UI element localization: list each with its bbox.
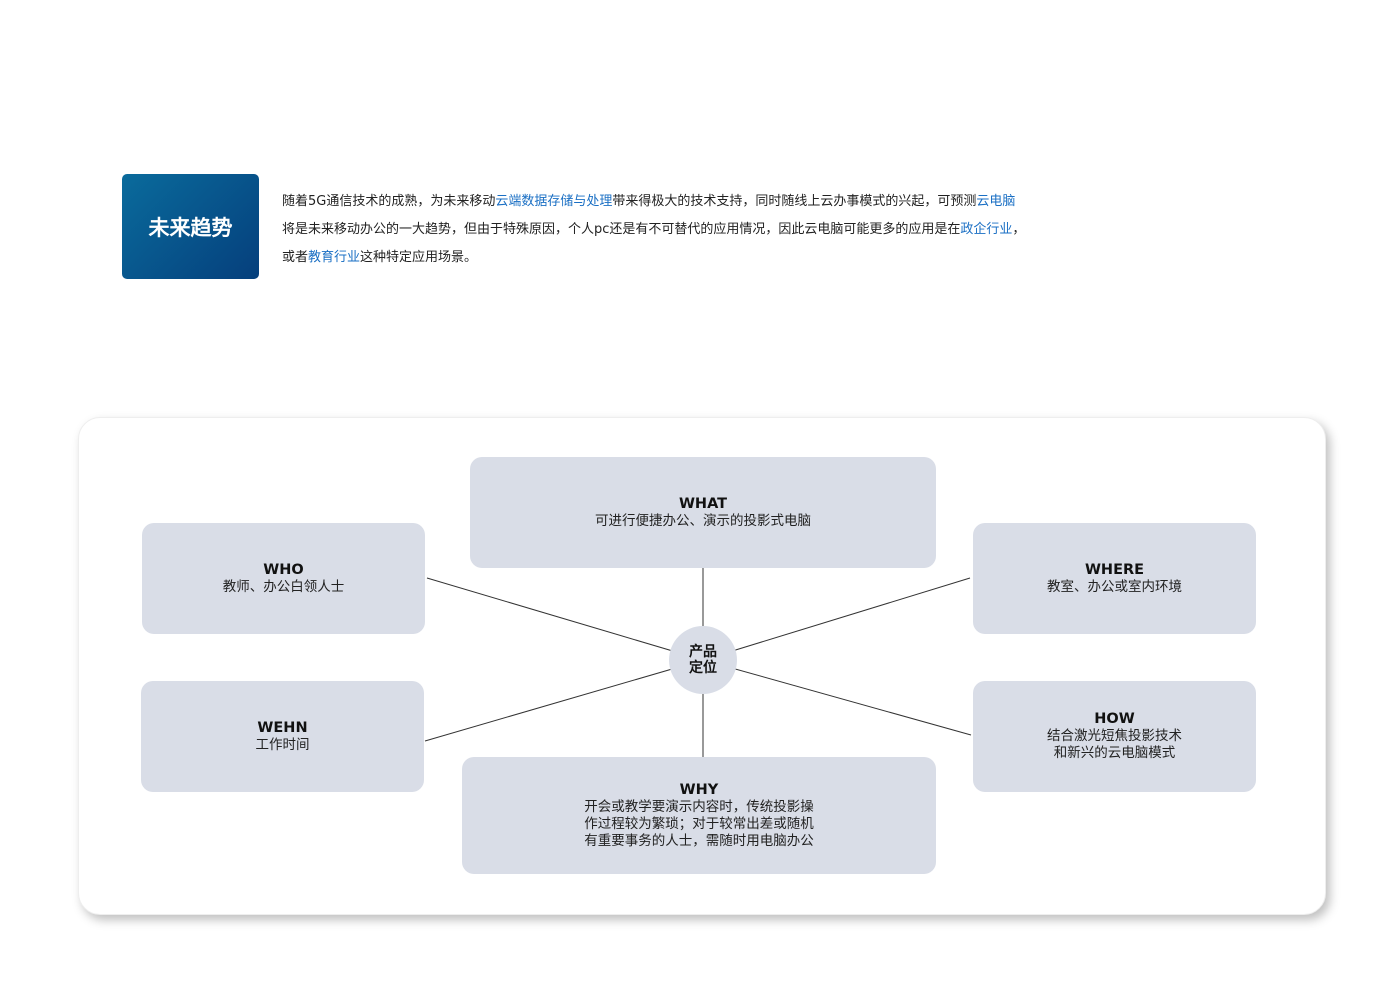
box-text: 作过程较为繁琐；对于较常出差或随机	[584, 815, 814, 832]
highlight: 教育行业	[308, 250, 361, 265]
text: 或者	[282, 250, 309, 265]
box-text: 教室、办公或室内环境	[1047, 578, 1182, 595]
text: 随着5G通信技术的成熟，为未来移动	[282, 194, 496, 209]
text: 带来得极大的技术支持，同时随线上云办事模式的兴起，可预测	[612, 194, 977, 209]
box-title: WHAT	[678, 495, 728, 512]
why-box: WHY 开会或教学要演示内容时，传统投影操 作过程较为繁琐；对于较常出差或随机 …	[462, 757, 936, 874]
text: 将是未来移动办公的一大趋势，但由于特殊原因，个人pc还是有不可替代的应用情况，因…	[282, 222, 961, 237]
what-box: WHAT 可进行便捷办公、演示的投影式电脑	[470, 457, 936, 568]
box-title: WHY	[679, 781, 719, 798]
box-text: 结合激光短焦投影技术	[1047, 728, 1182, 744]
center-label: 产品	[689, 644, 717, 660]
highlight: 云电脑	[976, 194, 1016, 209]
box-text: 工作时间	[255, 736, 310, 753]
when-box: WEHN 工作时间	[141, 681, 424, 792]
highlight: 政企行业	[960, 222, 1013, 237]
center-node: 产品定位	[669, 626, 737, 694]
line-how	[702, 659, 972, 736]
box-title: WHO	[263, 561, 304, 578]
box-text: 开会或教学要演示内容时，传统投影操	[584, 798, 814, 815]
box-title: HOW	[1094, 711, 1135, 727]
how-box: HOW 结合激光短焦投影技术 和新兴的云电脑模式	[973, 681, 1256, 792]
highlight: 云端数据存储与处理	[495, 194, 613, 209]
section-title-badge: 未来趋势	[122, 174, 259, 279]
center-label: 定位	[689, 660, 717, 676]
box-text: 有重要事务的人士，需随时用电脑办公	[584, 832, 814, 849]
line-who	[426, 577, 704, 661]
box-title: WEHN	[257, 719, 308, 736]
where-box: WHERE 教室、办公或室内环境	[973, 523, 1256, 634]
text: 这种特定应用场景。	[360, 250, 478, 265]
box-text: 教师、办公白领人士	[222, 578, 345, 595]
line-where	[702, 577, 971, 661]
trend-description: 随着5G通信技术的成熟，为未来移动云端数据存储与处理带来得极大的技术支持，同时随…	[282, 188, 1102, 272]
box-title: WHERE	[1084, 561, 1145, 578]
text: ，	[1012, 222, 1026, 237]
box-text: 可进行便捷办公、演示的投影式电脑	[595, 512, 811, 529]
line-when	[424, 659, 704, 742]
box-text: 和新兴的云电脑模式	[1053, 745, 1176, 761]
who-box: WHO 教师、办公白领人士	[142, 523, 425, 634]
